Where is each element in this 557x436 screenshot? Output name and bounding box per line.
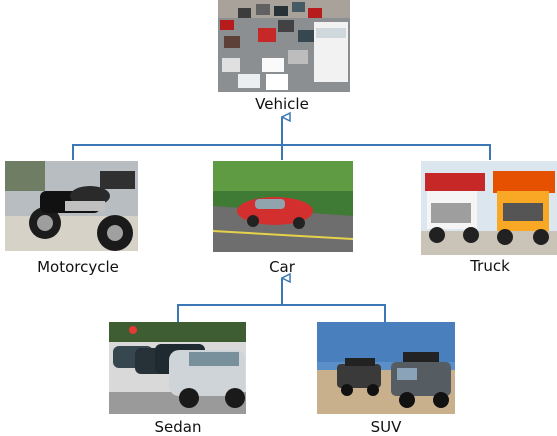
suv-image	[317, 322, 455, 414]
connector-sedan	[177, 304, 282, 322]
car-label: Car	[269, 258, 295, 276]
connector-suv	[282, 304, 386, 322]
vehicle-image	[218, 0, 350, 92]
motorcycle-label: Motorcycle	[37, 258, 119, 276]
suv-label: SUV	[370, 418, 402, 436]
vehicle-label: Vehicle	[255, 95, 309, 113]
connector-truck	[282, 144, 491, 160]
sedan-image	[109, 322, 246, 414]
truck-image	[421, 161, 557, 255]
motorcycle-image	[5, 161, 138, 251]
connector-motorcycle	[72, 144, 282, 160]
truck-label: Truck	[470, 257, 510, 275]
sedan-label: Sedan	[154, 418, 202, 436]
car-image	[213, 161, 353, 252]
